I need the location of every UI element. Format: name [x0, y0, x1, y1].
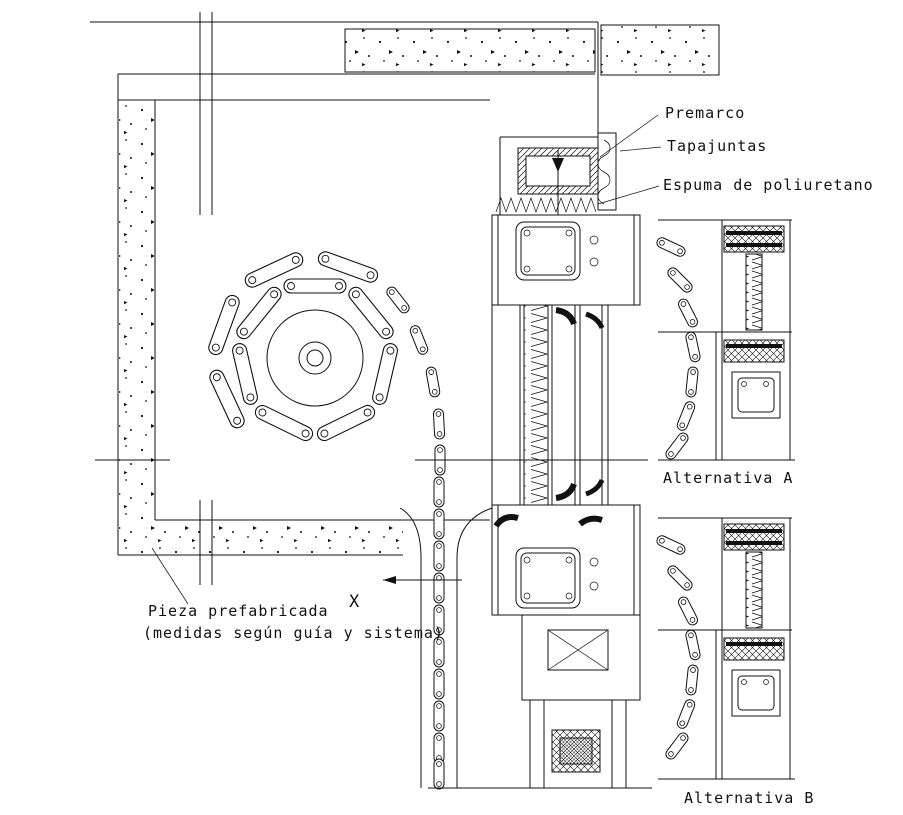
label-espuma: Espuma de poliuretano: [663, 176, 874, 194]
axle-circle: [298, 341, 332, 375]
insulation-strip: [524, 305, 548, 505]
leader-line-premarco: [599, 114, 659, 158]
alternative-b-detail: Alternativa B: [654, 517, 814, 807]
alternative-a-detail: Alternativa A: [654, 219, 795, 487]
label-tapajuntas: Tapajuntas: [667, 137, 767, 155]
gasket-frame-left: [493, 514, 519, 528]
leader-line-tapajuntas: [619, 146, 662, 152]
top-wall-section: [90, 12, 720, 215]
alternativa-a-label: Alternativa A: [663, 469, 793, 487]
sill-profile: [428, 615, 652, 789]
tapajuntas-profile: [597, 132, 617, 211]
gasket-upper-right: [585, 311, 605, 330]
shutter-guide-rails: [420, 558, 458, 788]
gasket-lower-right: [585, 478, 605, 497]
premarco-profile: [499, 136, 599, 272]
window-frame-section: [428, 132, 652, 789]
upper-frame-profile: [491, 214, 641, 306]
alt-a-insulation: [745, 253, 763, 331]
gasket-upper-left: [555, 307, 577, 326]
gasket-frame-right: [578, 515, 603, 527]
foam-seal: [495, 196, 597, 214]
label-pieza-line1: Pieza prefabricada: [148, 602, 329, 620]
dimension-x-label: X: [349, 592, 360, 612]
infill-panel: [491, 304, 609, 506]
alt-b-insulation: [745, 551, 763, 629]
prefab-band-section: [118, 500, 493, 585]
lintel-hatched-block: [600, 24, 720, 76]
label-pieza-line2: (medidas según guía y sistema): [143, 624, 444, 642]
left-wall-section: [117, 74, 156, 555]
thermal-break-block: [559, 737, 593, 765]
leader-line-pieza: [151, 547, 189, 605]
lower-frame-profile: [491, 504, 641, 616]
gasket-lower-left: [555, 482, 577, 501]
label-premarco: Premarco: [665, 104, 745, 122]
dimension-arrow-left: [383, 576, 396, 584]
alternativa-b-label: Alternativa B: [684, 789, 814, 807]
belt-funnel-right: [456, 507, 493, 559]
roller-shutter-coil: [206, 249, 400, 444]
belt-funnel-left: [399, 507, 422, 559]
annotations: Premarco Tapajuntas Espuma de poliuretan…: [143, 104, 874, 642]
leader-line-espuma: [597, 185, 660, 205]
alt-b-slat-chain: [654, 533, 702, 762]
alt-a-slat-chain: [654, 235, 702, 462]
